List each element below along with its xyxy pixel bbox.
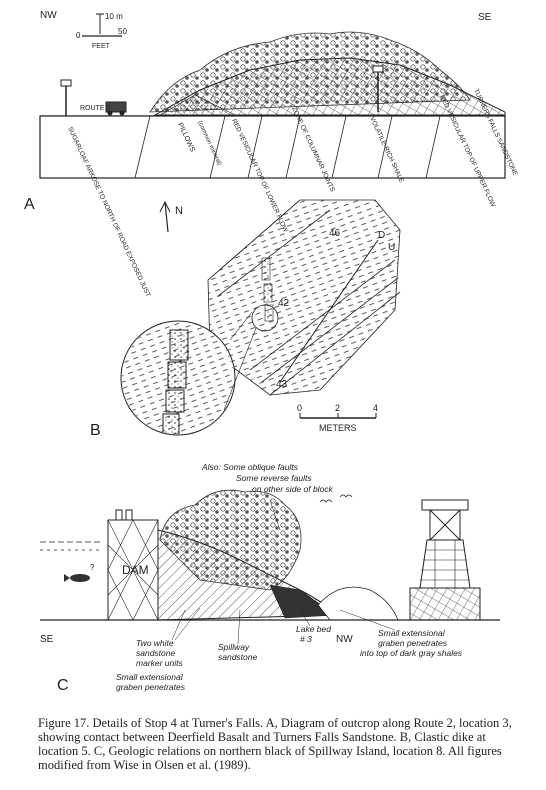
dip-43: 43	[276, 379, 288, 390]
dam-label: DAM	[122, 563, 149, 577]
label-graben-r1: Small extensional	[378, 628, 446, 638]
fault-line	[279, 239, 379, 383]
scale-fifty: 50	[118, 27, 127, 36]
leader-lines	[171, 499, 396, 645]
spillway-island-diagram: Also: Some oblique faults Some reverse f…	[40, 462, 500, 692]
scale-unit: FEET	[92, 43, 111, 50]
fish-icon	[64, 574, 90, 582]
label-white-1: Two white	[136, 638, 174, 648]
meters-scale-bar	[299, 413, 377, 419]
compass-se: SE	[478, 12, 492, 23]
dip-46: 46	[329, 228, 341, 239]
inset-circle	[120, 320, 236, 436]
scale-vertical-label: 10 m	[105, 12, 123, 21]
panel-c-letter: C	[57, 677, 69, 694]
lamp-post-right	[372, 65, 384, 112]
panel-c: Also: Some oblique faults Some reverse f…	[0, 450, 546, 710]
bedding-band	[207, 199, 401, 396]
north-arrow	[159, 200, 171, 233]
birds	[319, 494, 353, 503]
north-label: N	[175, 205, 183, 217]
lamp-post-left	[60, 79, 72, 116]
dike-callout-circle	[251, 304, 279, 332]
fault-d: D	[378, 230, 385, 241]
label-white-3: marker units	[136, 658, 184, 668]
scale-2: 2	[335, 403, 340, 413]
label-graben-r2: graben penetrates	[378, 638, 448, 648]
road-label: ROUTE 2	[80, 105, 110, 112]
dike	[261, 257, 274, 322]
car	[105, 101, 127, 116]
ground-block	[39, 115, 506, 179]
panel-b: N D U 46 42 43	[0, 199, 546, 445]
scale-0: 0	[297, 403, 302, 413]
note-oblique: Also: Some oblique faults	[201, 462, 299, 472]
label-white-2: sandstone	[136, 648, 175, 658]
label-lake-2: # 3	[300, 634, 312, 644]
note-reverse-1: Some reverse faults	[236, 473, 312, 483]
label-graben-l1: Small extensional	[116, 672, 184, 682]
label-graben-l2: graben penetrates	[116, 682, 186, 692]
scale-4: 4	[373, 403, 378, 413]
note-reverse-2: on other side of block	[252, 484, 334, 494]
small-knob	[317, 586, 399, 621]
dip-42: 42	[278, 298, 290, 309]
panel-a-letter: A	[24, 196, 35, 213]
compass-se: SE	[40, 634, 54, 645]
pillow-zone	[158, 94, 236, 116]
fish-question: ?	[90, 563, 95, 572]
scale-zero: 0	[76, 31, 81, 40]
scale-bar: 10 m 0 50 FEET	[76, 12, 127, 50]
callout-leader-bottom	[223, 327, 257, 411]
bedding-lines	[207, 199, 401, 396]
panel-a: NW SE 10 m 0 50 FEET	[0, 0, 546, 298]
compass-nw: NW	[40, 10, 57, 21]
label-spillway-2: sandstone	[218, 652, 257, 662]
dam	[107, 509, 159, 621]
scale-unit-meters: METERS	[319, 423, 357, 433]
label-graben-r3: into top of dark gray shales	[360, 648, 463, 658]
label-spillway-1: Spillway	[218, 642, 250, 652]
callout-leader-top	[229, 311, 253, 341]
outcrop-diagram: NW SE 10 m 0 50 FEET	[39, 10, 519, 298]
water-surface	[40, 541, 100, 551]
clastic-dike-diagram: N D U 46 42 43	[120, 199, 401, 436]
compass-nw: NW	[336, 634, 353, 645]
figure-caption: Figure 17. Details of Stop 4 at Turner's…	[38, 716, 512, 772]
fault-u: U	[388, 242, 395, 253]
label-lake-1: Lake bed	[296, 624, 331, 634]
contact-lines	[134, 115, 441, 179]
panel-b-letter: B	[90, 422, 101, 439]
tower	[409, 499, 481, 621]
outcrop-body	[153, 57, 506, 116]
